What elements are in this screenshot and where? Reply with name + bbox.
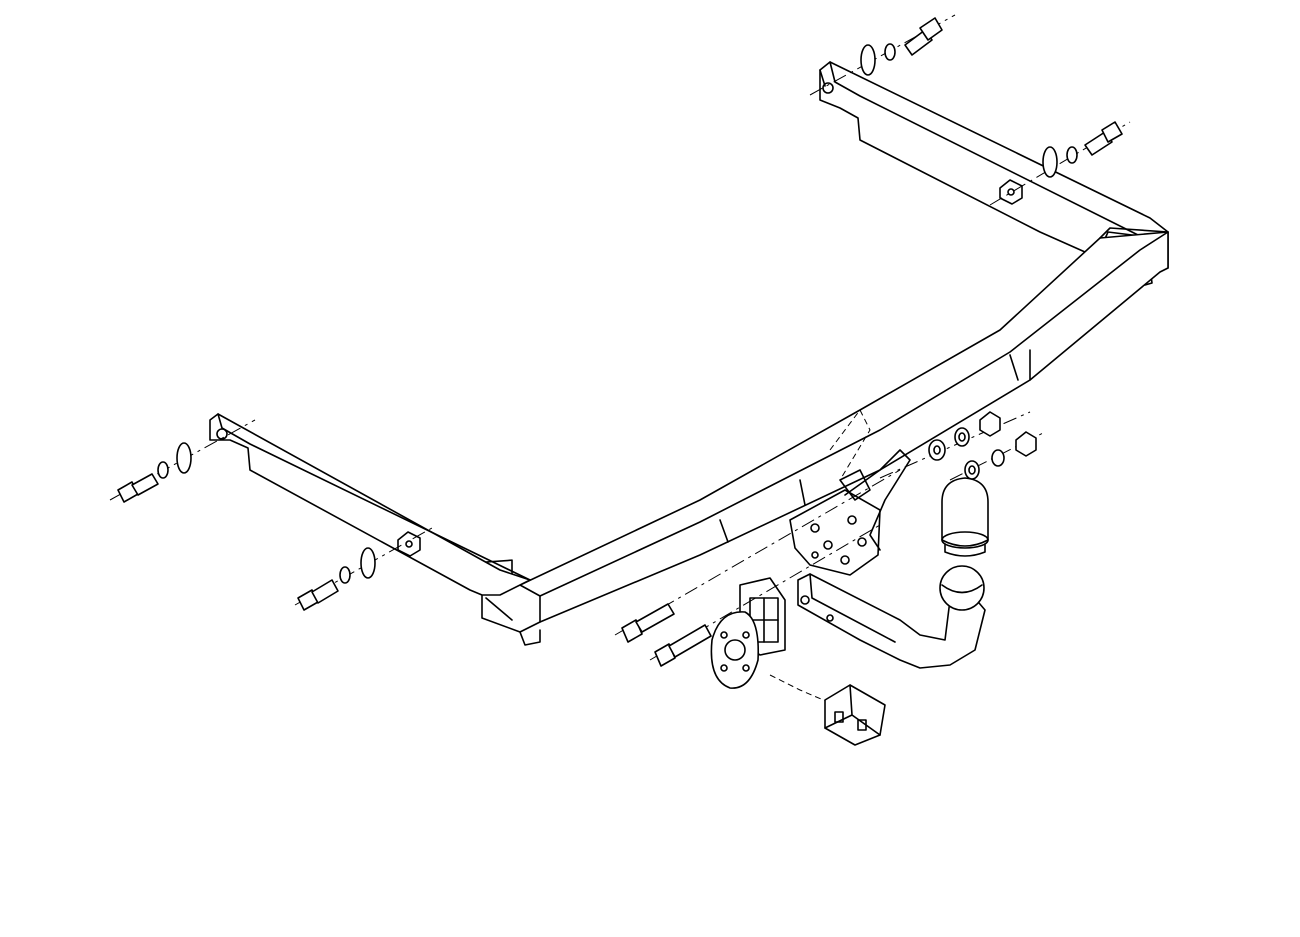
hex-bolt [1084, 121, 1123, 156]
wiring-connector [769, 674, 886, 746]
hex-nut [1015, 431, 1037, 457]
hex-bolt [621, 603, 675, 643]
hex-bolt [654, 624, 712, 667]
hex-bolt [297, 579, 339, 611]
flat-washer [176, 442, 192, 474]
hex-bolt [117, 473, 159, 503]
mounting-bracket [789, 409, 911, 576]
hex-nut [339, 566, 351, 584]
hex-nut [1066, 146, 1078, 164]
flat-washer [860, 44, 876, 76]
neck-nuts-washers [879, 411, 1046, 481]
flat-washer [928, 439, 946, 461]
hex-nut [979, 411, 1001, 437]
hex-nut [884, 43, 896, 61]
ball-cover-cap [941, 477, 989, 557]
flat-washer [1042, 146, 1058, 178]
hex-nut [991, 449, 1005, 467]
neck-bolts [614, 469, 901, 667]
right-top-fasteners [809, 14, 956, 96]
flat-washer [360, 547, 376, 579]
left-front-fasteners [109, 419, 256, 503]
flat-washer [964, 460, 980, 480]
tow-ball-neck [797, 565, 986, 669]
right-lower-fasteners [989, 121, 1131, 206]
electric-socket [710, 611, 760, 689]
hex-nut [954, 427, 970, 447]
hex-bolt [904, 17, 943, 56]
left-rear-fasteners [294, 527, 433, 611]
hex-nut [157, 461, 169, 479]
